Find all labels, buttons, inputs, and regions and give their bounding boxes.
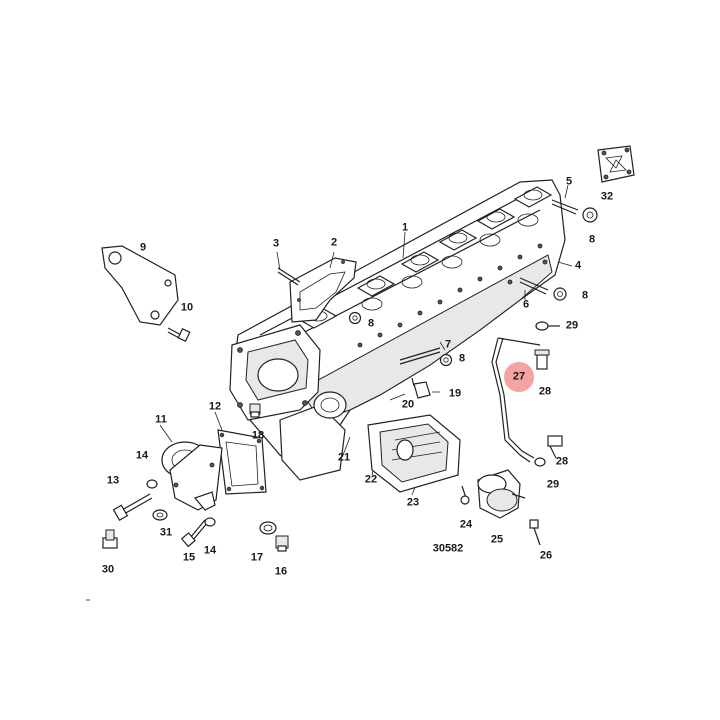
callout-10: 10 [180, 301, 194, 314]
callout-28-lower: 28 [555, 455, 569, 468]
callout-30: 30 [101, 563, 115, 576]
fitting-28-upper [534, 349, 550, 370]
callout-5: 5 [565, 175, 573, 188]
elbow-11 [161, 441, 223, 511]
cover-22 [367, 414, 461, 493]
washer-29-upper [535, 321, 560, 331]
bolt-10 [167, 327, 191, 343]
callout-27: 27 [512, 370, 526, 383]
reference-number: 30582 [432, 542, 464, 555]
callout-17: 17 [250, 551, 264, 564]
washer-14-right [204, 517, 216, 527]
callout-8-right: 8 [581, 289, 589, 302]
manifold-side-holes [361, 213, 539, 311]
callout-8-middle: 8 [458, 352, 466, 365]
stud-7 [399, 347, 441, 365]
callout-22: 22 [364, 473, 378, 486]
bracket-9 [101, 245, 179, 326]
callout-6: 6 [522, 298, 530, 311]
stud-6 [519, 277, 549, 295]
pump-25 [477, 469, 526, 519]
callout-4: 4 [574, 259, 582, 272]
callout-19: 19 [448, 387, 462, 400]
gasket-2 [289, 257, 357, 323]
callout-15: 15 [182, 551, 196, 564]
gasket-32 [597, 145, 635, 183]
callout-16: 16 [274, 565, 288, 578]
stud-5 [551, 199, 579, 215]
plug-16 [275, 535, 289, 552]
o-ring-17 [259, 521, 277, 535]
gasket-12 [217, 429, 267, 495]
callout-9: 9 [139, 241, 147, 254]
callout-23: 23 [406, 496, 420, 509]
fitting-19 [411, 377, 431, 399]
callout-28-upper: 28 [538, 385, 552, 398]
tube-27 [491, 337, 541, 463]
callout-32: 32 [600, 190, 614, 203]
callout-29-lower: 29 [546, 478, 560, 491]
nut-8-middle [439, 353, 453, 367]
bolt-13 [112, 493, 153, 522]
callout-12: 12 [208, 400, 222, 413]
callout-8-top: 8 [588, 233, 596, 246]
stud-3 [277, 267, 301, 286]
bolt-24 [460, 485, 470, 505]
nut-8-upper-right [582, 207, 598, 223]
fitting-28-lower [547, 435, 563, 459]
plug-18 [249, 403, 261, 418]
callout-26: 26 [539, 549, 553, 562]
callout-24: 24 [459, 518, 473, 531]
nut-8-left [348, 311, 362, 325]
manifold-bolt-holes [357, 243, 548, 348]
callout-21: 21 [337, 451, 351, 464]
callout-14-left: 14 [135, 449, 149, 462]
manifold-ports [298, 186, 553, 329]
washer-31 [152, 509, 168, 521]
callout-27-highlight [504, 362, 534, 392]
callout-1: 1 [401, 221, 409, 234]
exhaust-manifold [229, 179, 566, 481]
callout-3: 3 [272, 237, 280, 250]
callout-2: 2 [330, 236, 338, 249]
nut-8-right [553, 287, 567, 301]
bolt-26 [529, 519, 541, 546]
callout-7: 7 [444, 338, 452, 351]
callout-29-upper: 29 [565, 319, 579, 332]
callout-11: 11 [155, 413, 167, 426]
callout-20: 20 [401, 398, 415, 411]
callout-8-left: 8 [367, 317, 375, 330]
callout-31: 31 [159, 526, 173, 539]
plug-30 [102, 529, 118, 549]
callout-13: 13 [106, 474, 120, 487]
callout-25: 25 [490, 533, 504, 546]
washer-14-left [146, 479, 158, 489]
callout-18: 18 [251, 429, 265, 442]
washer-29-lower [534, 457, 546, 467]
callout-14-right: 14 [203, 544, 217, 557]
bolt-15 [180, 519, 209, 548]
